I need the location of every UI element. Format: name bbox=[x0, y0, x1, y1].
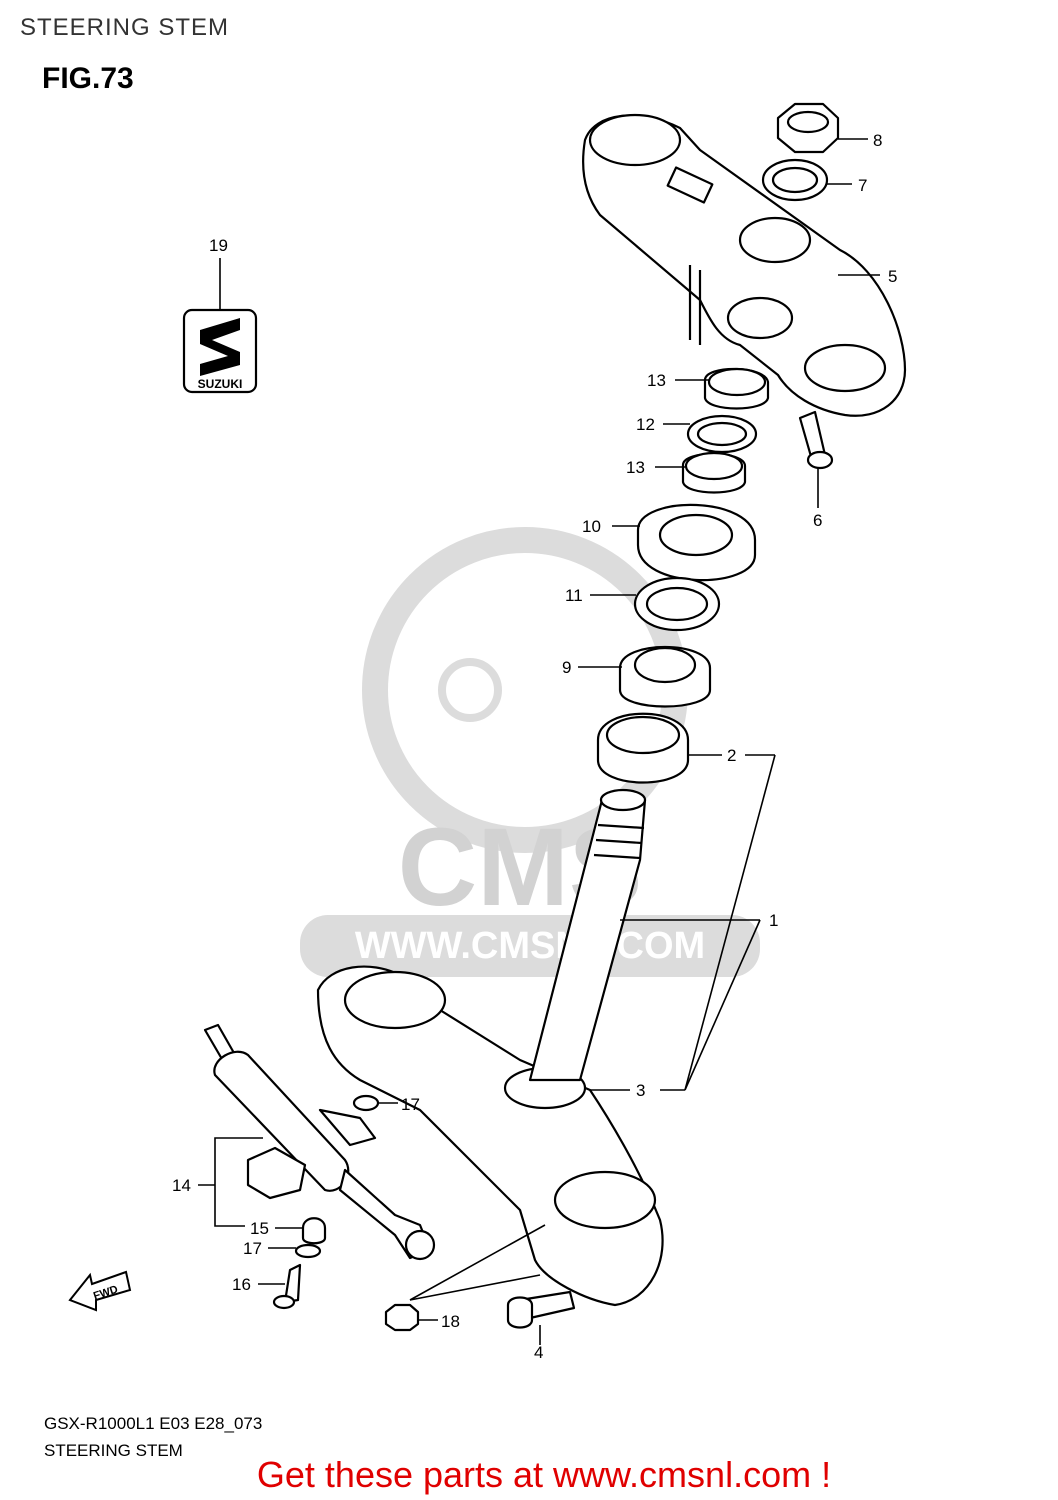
callout-6: 6 bbox=[813, 511, 822, 530]
callout-2: 2 bbox=[727, 746, 736, 765]
washer-17-lower bbox=[294, 1243, 322, 1259]
locknut-13-lower bbox=[681, 451, 747, 494]
upper-bracket bbox=[582, 113, 907, 417]
callout-17-lower: 17 bbox=[243, 1239, 262, 1258]
bearing-2 bbox=[596, 712, 690, 784]
washer-7 bbox=[761, 158, 829, 202]
bolt-6 bbox=[798, 410, 834, 470]
figure-number: FIG.73 bbox=[42, 62, 134, 95]
cap-15 bbox=[301, 1217, 327, 1245]
callout-3: 3 bbox=[636, 1081, 645, 1100]
fwd-arrow: FWD bbox=[68, 1270, 132, 1312]
race-9 bbox=[618, 646, 712, 708]
model-code: GSX-R1000L1 E03 E28_073 bbox=[44, 1414, 263, 1433]
callout-11: 11 bbox=[565, 586, 583, 605]
callout-9: 9 bbox=[562, 658, 571, 677]
callout-8: 8 bbox=[873, 131, 882, 150]
section-title: STEERING STEM bbox=[20, 14, 230, 41]
callout-18: 18 bbox=[441, 1312, 460, 1331]
callout-labels: 1 2 3 4 5 6 7 8 9 10 11 12 13 13 14 15 1… bbox=[172, 131, 897, 1362]
callout-4: 4 bbox=[534, 1343, 543, 1362]
emblem-logo-text: SUZUKI bbox=[198, 377, 243, 391]
callout-10: 10 bbox=[582, 517, 601, 536]
watermark-url: WWW.CMSNL.COM bbox=[355, 925, 705, 967]
callout-5: 5 bbox=[888, 267, 897, 286]
callout-17-upper: 17 bbox=[401, 1095, 420, 1114]
steering-stem-shaft bbox=[528, 788, 647, 1082]
callout-1: 1 bbox=[769, 911, 778, 930]
callout-16: 16 bbox=[232, 1275, 251, 1294]
washer-17-upper bbox=[352, 1094, 380, 1112]
bolt-16 bbox=[272, 1263, 302, 1310]
nut-8 bbox=[776, 102, 840, 154]
callout-7: 7 bbox=[858, 176, 867, 195]
washer-11 bbox=[633, 576, 721, 632]
callout-13-lower: 13 bbox=[626, 458, 645, 477]
dust-seal-10 bbox=[636, 503, 757, 582]
parts-link-banner[interactable]: Get these parts at www.cmsnl.com ! bbox=[256, 1454, 832, 1495]
footer-section-title: STEERING STEM bbox=[44, 1441, 183, 1460]
callout-14: 14 bbox=[172, 1176, 191, 1195]
callout-12: 12 bbox=[636, 415, 655, 434]
callout-13-upper: 13 bbox=[647, 371, 666, 390]
lower-bracket bbox=[316, 965, 664, 1307]
nut-18 bbox=[384, 1303, 420, 1332]
callout-15: 15 bbox=[250, 1219, 269, 1238]
suzuki-emblem-19 bbox=[182, 308, 258, 394]
steering-damper-14 bbox=[203, 1023, 436, 1261]
locknut-13-upper bbox=[703, 367, 770, 410]
bolt-4 bbox=[506, 1290, 576, 1329]
callout-19: 19 bbox=[209, 236, 228, 255]
washer-12 bbox=[686, 414, 758, 454]
